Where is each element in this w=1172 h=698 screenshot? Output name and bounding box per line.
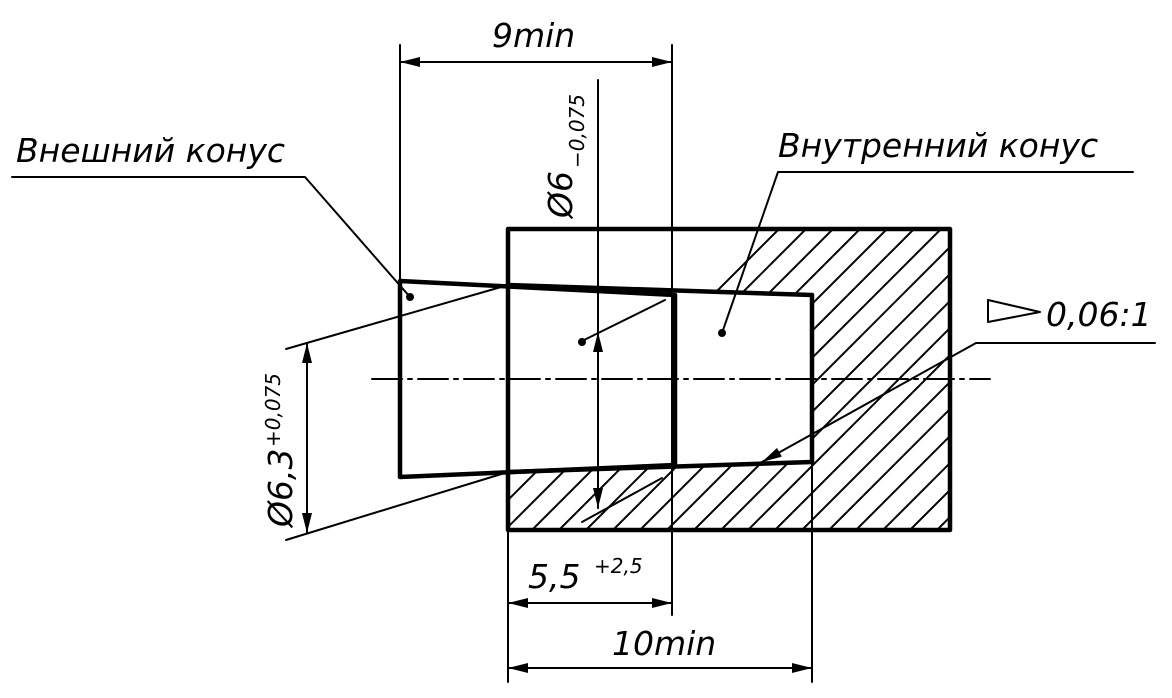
label-phi6-3: Ø6,3 +0,075	[261, 373, 300, 529]
label-inner-cone: Внутренний конус	[778, 126, 1098, 165]
svg-text:Ø6: Ø6	[541, 171, 580, 220]
hatch-line	[666, 229, 950, 530]
svg-text:+0,075: +0,075	[261, 373, 285, 447]
leader-hatch-pointer	[581, 477, 663, 523]
leader-dot-outer	[406, 293, 414, 301]
hatch-line	[964, 229, 1172, 530]
svg-text:5,5: 5,5	[528, 557, 580, 596]
svg-text:+2,5: +2,5	[594, 554, 643, 578]
ext-line-taper-top	[285, 284, 509, 350]
leader-dot-inner	[718, 329, 726, 337]
leader-dot-bore	[578, 338, 586, 346]
label-outer-cone: Внешний конус	[16, 131, 285, 170]
label-9min: 9min	[492, 16, 575, 55]
label-taper: 0,06:1	[1046, 295, 1152, 334]
hatch-line	[828, 229, 950, 530]
ext-line-taper-bottom	[285, 471, 509, 541]
label-10min: 10min	[612, 624, 716, 663]
label-5-5: 5,5 +2,5	[528, 554, 643, 596]
svg-text:Ø6,3: Ø6,3	[261, 449, 300, 529]
leader-outer-to-bore	[579, 299, 666, 343]
hatch-line	[801, 229, 950, 530]
leader-inner-cone	[721, 171, 1134, 334]
hatch-line	[855, 229, 950, 530]
taper-triangle-icon	[987, 299, 1041, 323]
hatch-line	[882, 229, 950, 530]
label-phi6: Ø6 −0,075	[541, 94, 589, 220]
leader-taper	[761, 342, 1156, 463]
svg-text:−0,075: −0,075	[565, 94, 589, 168]
leader-outer-cone	[11, 176, 411, 298]
